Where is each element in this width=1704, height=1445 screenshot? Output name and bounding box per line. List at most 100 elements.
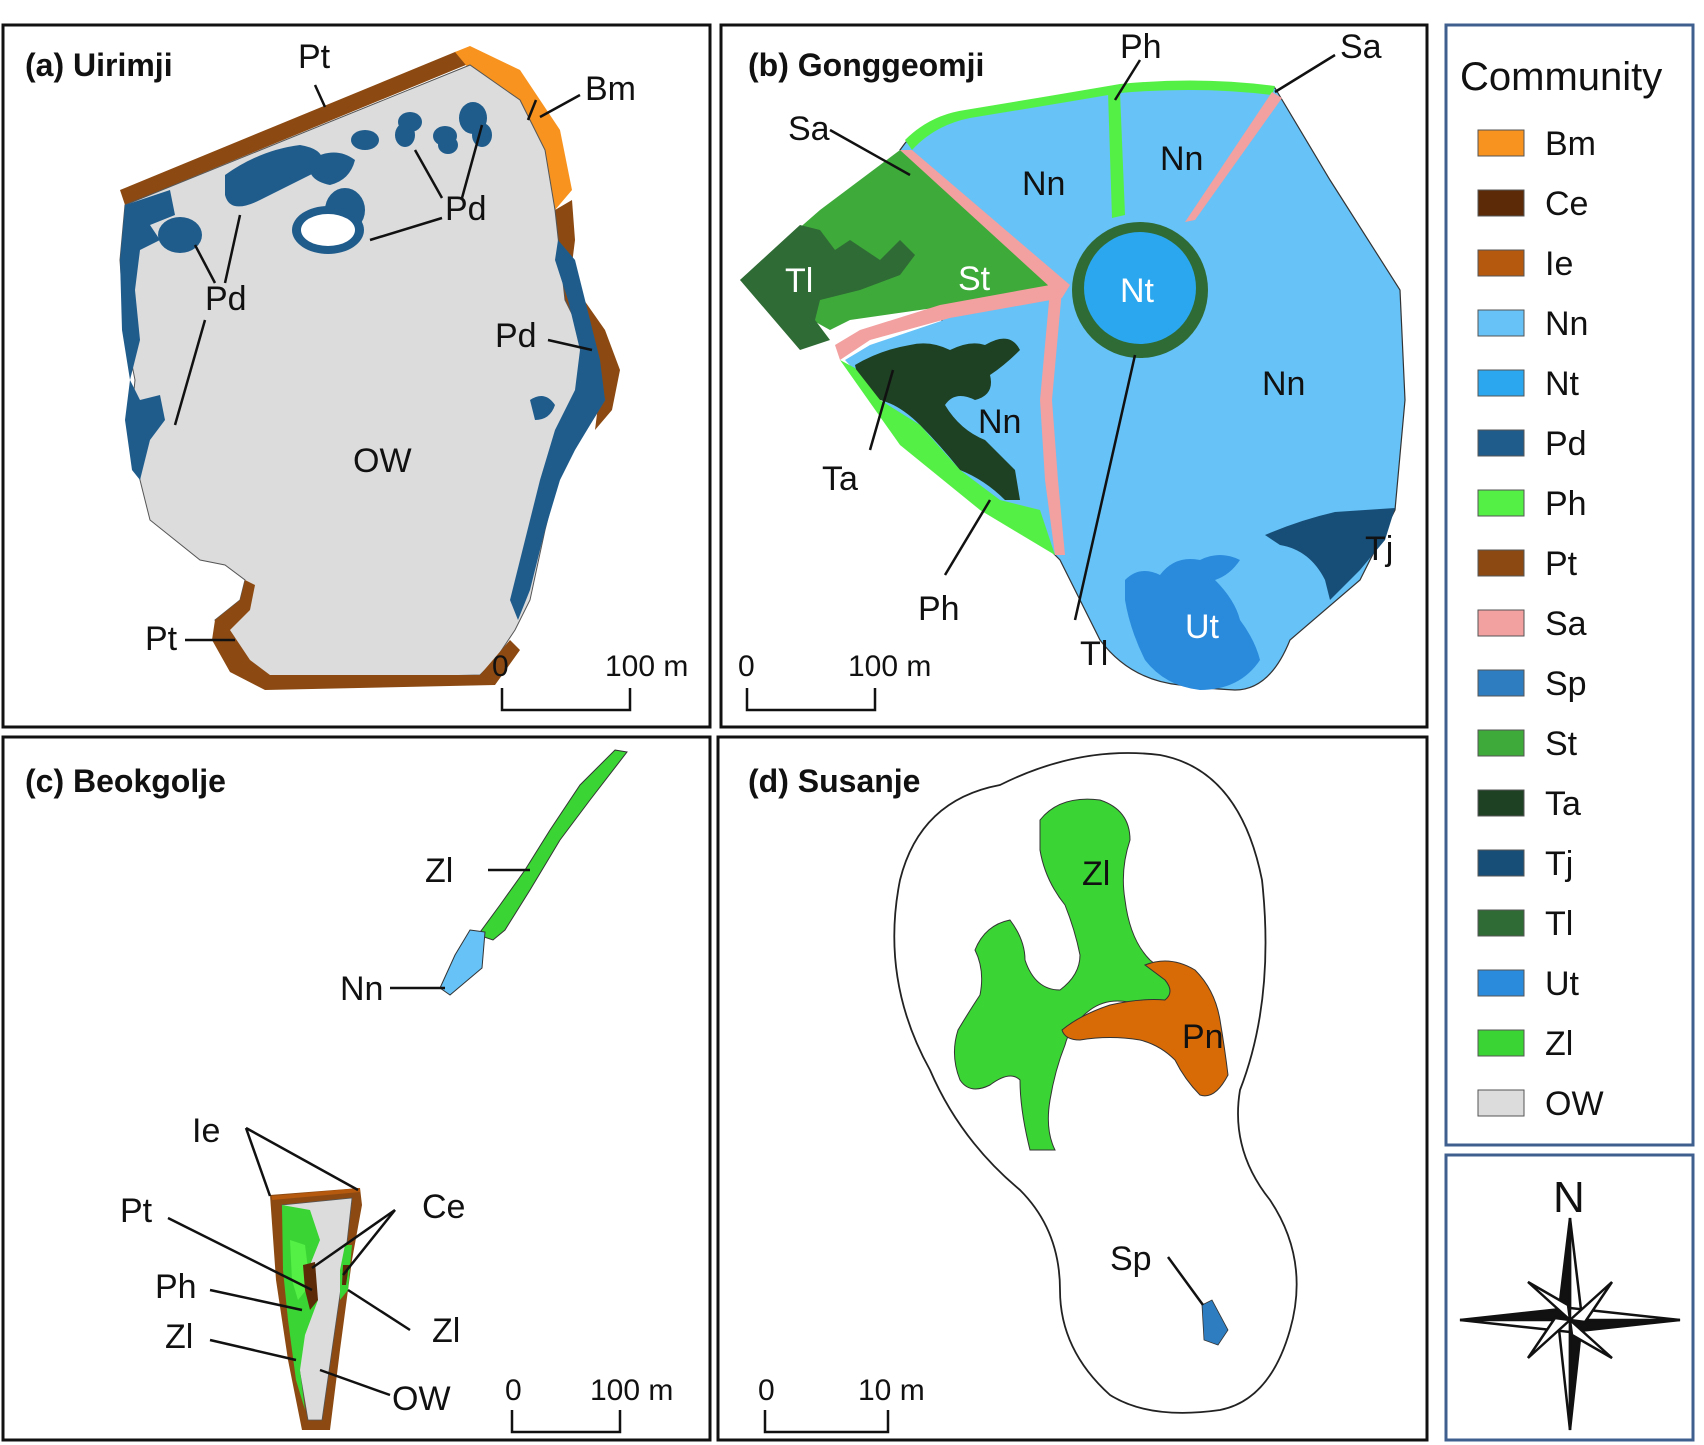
panel-a-title: (a) Uirimji <box>25 47 173 83</box>
label-pd-left: Pd <box>205 280 247 318</box>
panel-d-title: (d) Susanje <box>748 763 920 799</box>
sp-patch <box>1201 1299 1229 1346</box>
nn-tip <box>439 929 486 996</box>
scale-b-zero: 0 <box>738 650 755 683</box>
legend-label-zl: Zl <box>1545 1025 1573 1063</box>
legend-swatch-nn <box>1477 309 1525 337</box>
legend-swatch-bm <box>1477 129 1525 157</box>
tl-area <box>740 225 915 350</box>
nt-center <box>1084 232 1196 344</box>
legend-swatch-st <box>1477 729 1525 757</box>
legend-label-ie: Ie <box>1545 245 1573 283</box>
label-ow-c: OW <box>392 1380 451 1418</box>
scale-a-zero: 0 <box>492 650 509 683</box>
panel-b-title: (b) Gonggeomji <box>748 47 984 83</box>
label-pd-top: Pd <box>445 190 487 228</box>
sa-vertical <box>1040 290 1065 555</box>
compass-rose-icon <box>1459 1217 1681 1431</box>
sa-horizontal <box>835 285 1062 360</box>
label-nn: Nn <box>340 970 383 1008</box>
leader-sp <box>1166 1256 1205 1306</box>
pt-border-top <box>120 48 478 205</box>
ph-vertical <box>1108 92 1125 218</box>
legend-swatch-ie <box>1477 249 1525 277</box>
legend-label-ce: Ce <box>1545 185 1588 223</box>
legend-title: Community <box>1460 55 1662 99</box>
legend-swatch-pd <box>1477 429 1525 457</box>
label-zl-right: Zl <box>432 1312 460 1350</box>
legend-label-ph: Ph <box>1545 485 1587 523</box>
label-tj: Tj <box>1365 530 1393 568</box>
label-pd-right: Pd <box>495 317 537 355</box>
label-ph: Ph <box>155 1268 197 1306</box>
label-ta: Ta <box>822 460 858 498</box>
pd-patches <box>120 102 605 620</box>
legend-label-tj: Tj <box>1545 845 1573 883</box>
legend-swatch-nt <box>1477 369 1525 397</box>
legend-swatch-tj <box>1477 849 1525 877</box>
label-tl-left: Tl <box>785 262 813 300</box>
panel-d-susanje: (d) Susanje Zl Pn Sp 0 10 m <box>716 735 1429 1442</box>
ta-area <box>855 338 1020 500</box>
label-ow: OW <box>353 442 412 480</box>
legend-label-ut: Ut <box>1545 965 1580 1003</box>
pt-border-bottom <box>212 580 520 690</box>
legend-swatch-sa <box>1477 609 1525 637</box>
label-nn-3: Nn <box>1262 365 1305 403</box>
label-ce: Ce <box>422 1188 465 1226</box>
legend-label-tl: Tl <box>1545 905 1573 943</box>
label-sa-left: Sa <box>788 110 830 148</box>
label-tl-bottom: Tl <box>1080 635 1108 673</box>
tj-area <box>1265 508 1395 600</box>
label-zl-top: Zl <box>425 852 453 890</box>
label-pt-bottom: Pt <box>145 620 178 658</box>
panel-b-leaders <box>829 53 1336 621</box>
ce-patch <box>303 1262 318 1310</box>
island <box>301 214 355 246</box>
label-sa-right: Sa <box>1340 28 1382 66</box>
legend-swatch-ow <box>1477 1089 1525 1117</box>
scale-d-zero: 0 <box>758 1374 775 1407</box>
ph-bottom-strip <box>840 360 1055 555</box>
label-nt: Nt <box>1120 272 1155 310</box>
label-nn-4: Nn <box>978 403 1021 441</box>
legend-label-bm: Bm <box>1545 125 1596 163</box>
legend: Community BmCeIeNnNtPdPhPtSaSpStTaTjTlUt… <box>1444 23 1695 1147</box>
bm-patch <box>455 46 572 210</box>
legend-label-pd: Pd <box>1545 425 1587 463</box>
pond-outline <box>893 752 1298 1414</box>
panel-c-frame <box>1 735 712 1442</box>
legend-swatch-ta <box>1477 789 1525 817</box>
panel-b-scalebar: 0 100 m <box>738 650 931 712</box>
legend-label-sp: Sp <box>1545 665 1587 703</box>
legend-label-nn: Nn <box>1545 305 1588 343</box>
compass: N <box>1444 1153 1695 1442</box>
sa-diagonal <box>900 150 1070 298</box>
scale-c-end: 100 m <box>590 1374 673 1407</box>
label-zl-d: Zl <box>1082 855 1110 893</box>
legend-swatch-pt <box>1477 549 1525 577</box>
panel-c-leaders <box>167 868 530 1397</box>
legend-swatch-zl <box>1477 1029 1525 1057</box>
label-ie: Ie <box>192 1112 220 1150</box>
legend-swatch-ut <box>1477 969 1525 997</box>
legend-swatch-ce <box>1477 189 1525 217</box>
scale-a-end: 100 m <box>605 650 688 683</box>
ph-top-strip <box>905 80 1275 150</box>
legend-swatch-tl <box>1477 909 1525 937</box>
panel-a-uirimji: (a) Uirimji Pt Bm Pd Pd Pd OW Pt 0 100 m <box>1 23 712 729</box>
panel-c-beokgolje: (c) Beokgolje Zl Nn Ie Pt Ce Ph Zl Zl OW… <box>1 735 712 1442</box>
panel-d-scalebar: 0 10 m <box>758 1374 925 1434</box>
zl-strip <box>477 749 628 941</box>
ut-area <box>1125 555 1260 690</box>
panel-c-title: (c) Beokgolje <box>25 763 226 799</box>
label-ut: Ut <box>1185 608 1220 646</box>
label-pt: Pt <box>120 1192 153 1230</box>
legend-label-pt: Pt <box>1545 545 1578 583</box>
panel-a-scalebar: 0 100 m <box>492 650 688 712</box>
label-nn-2: Nn <box>1160 140 1203 178</box>
zl-region <box>954 798 1176 1151</box>
label-pt-top: Pt <box>298 38 331 76</box>
